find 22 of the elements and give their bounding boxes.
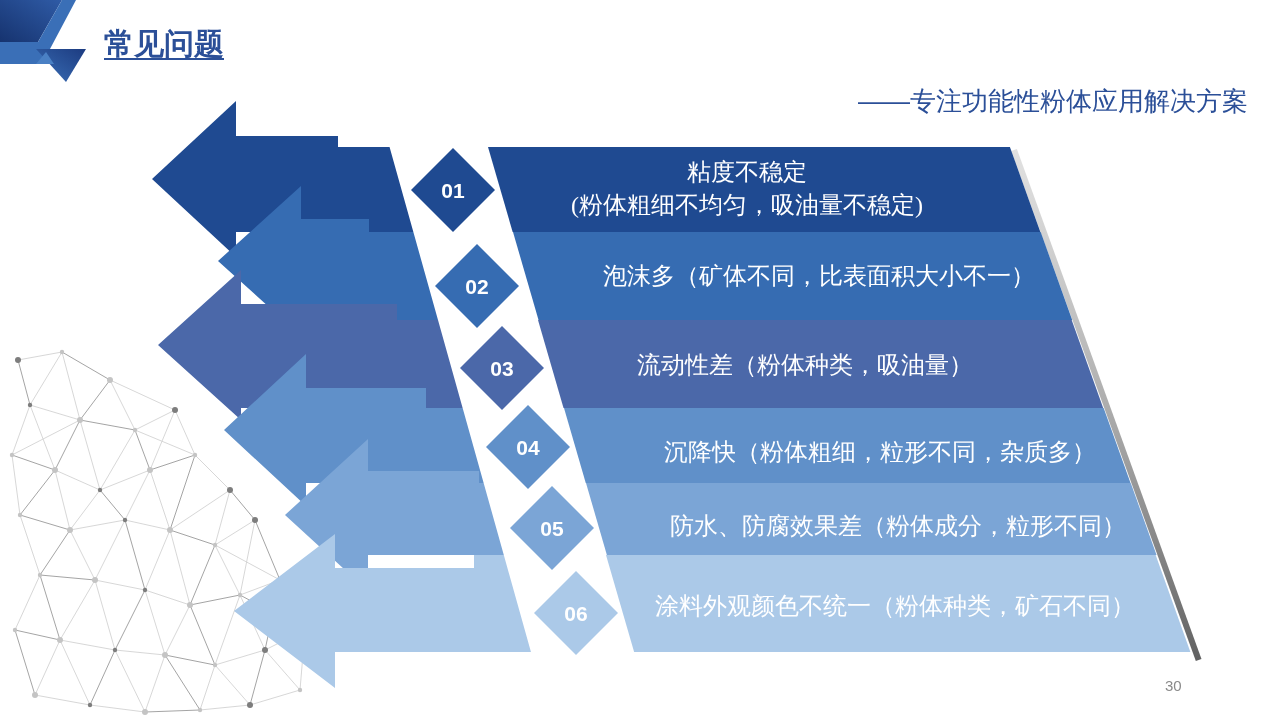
- number-diamond: [486, 405, 570, 489]
- slide-title: 常见问题: [104, 26, 224, 62]
- number-diamond: [534, 571, 618, 655]
- problem-text: 防水、防腐效果差（粉体成分，粒形不同）: [670, 513, 1126, 541]
- step-number: 05: [540, 517, 564, 539]
- step-number: 06: [564, 602, 588, 624]
- step-number: 01: [441, 179, 465, 201]
- problem-text: 流动性差（粉体种类，吸油量）: [637, 352, 973, 380]
- number-diamond: [460, 326, 544, 410]
- problem-text: (粉体粗细不均匀，吸油量不稳定): [571, 192, 923, 220]
- number-diamond: [435, 244, 519, 328]
- problem-text: 涂料外观颜色不统一（粉体种类，矿石不同）: [655, 593, 1135, 621]
- step-number: 03: [490, 357, 514, 379]
- step-number: 04: [516, 436, 540, 458]
- problem-text: 沉降快（粉体粗细，粒形不同，杂质多）: [664, 439, 1096, 467]
- number-diamond: [411, 148, 495, 232]
- problem-text: 粘度不稳定: [687, 159, 807, 187]
- problem-text: 泡沫多（矿体不同，比表面积大小不一）: [603, 263, 1035, 291]
- step-number: 02: [465, 275, 489, 297]
- page-number: 30: [1165, 677, 1182, 695]
- number-diamond: [510, 486, 594, 570]
- tagline: ——专注功能性粉体应用解决方案: [858, 86, 1248, 118]
